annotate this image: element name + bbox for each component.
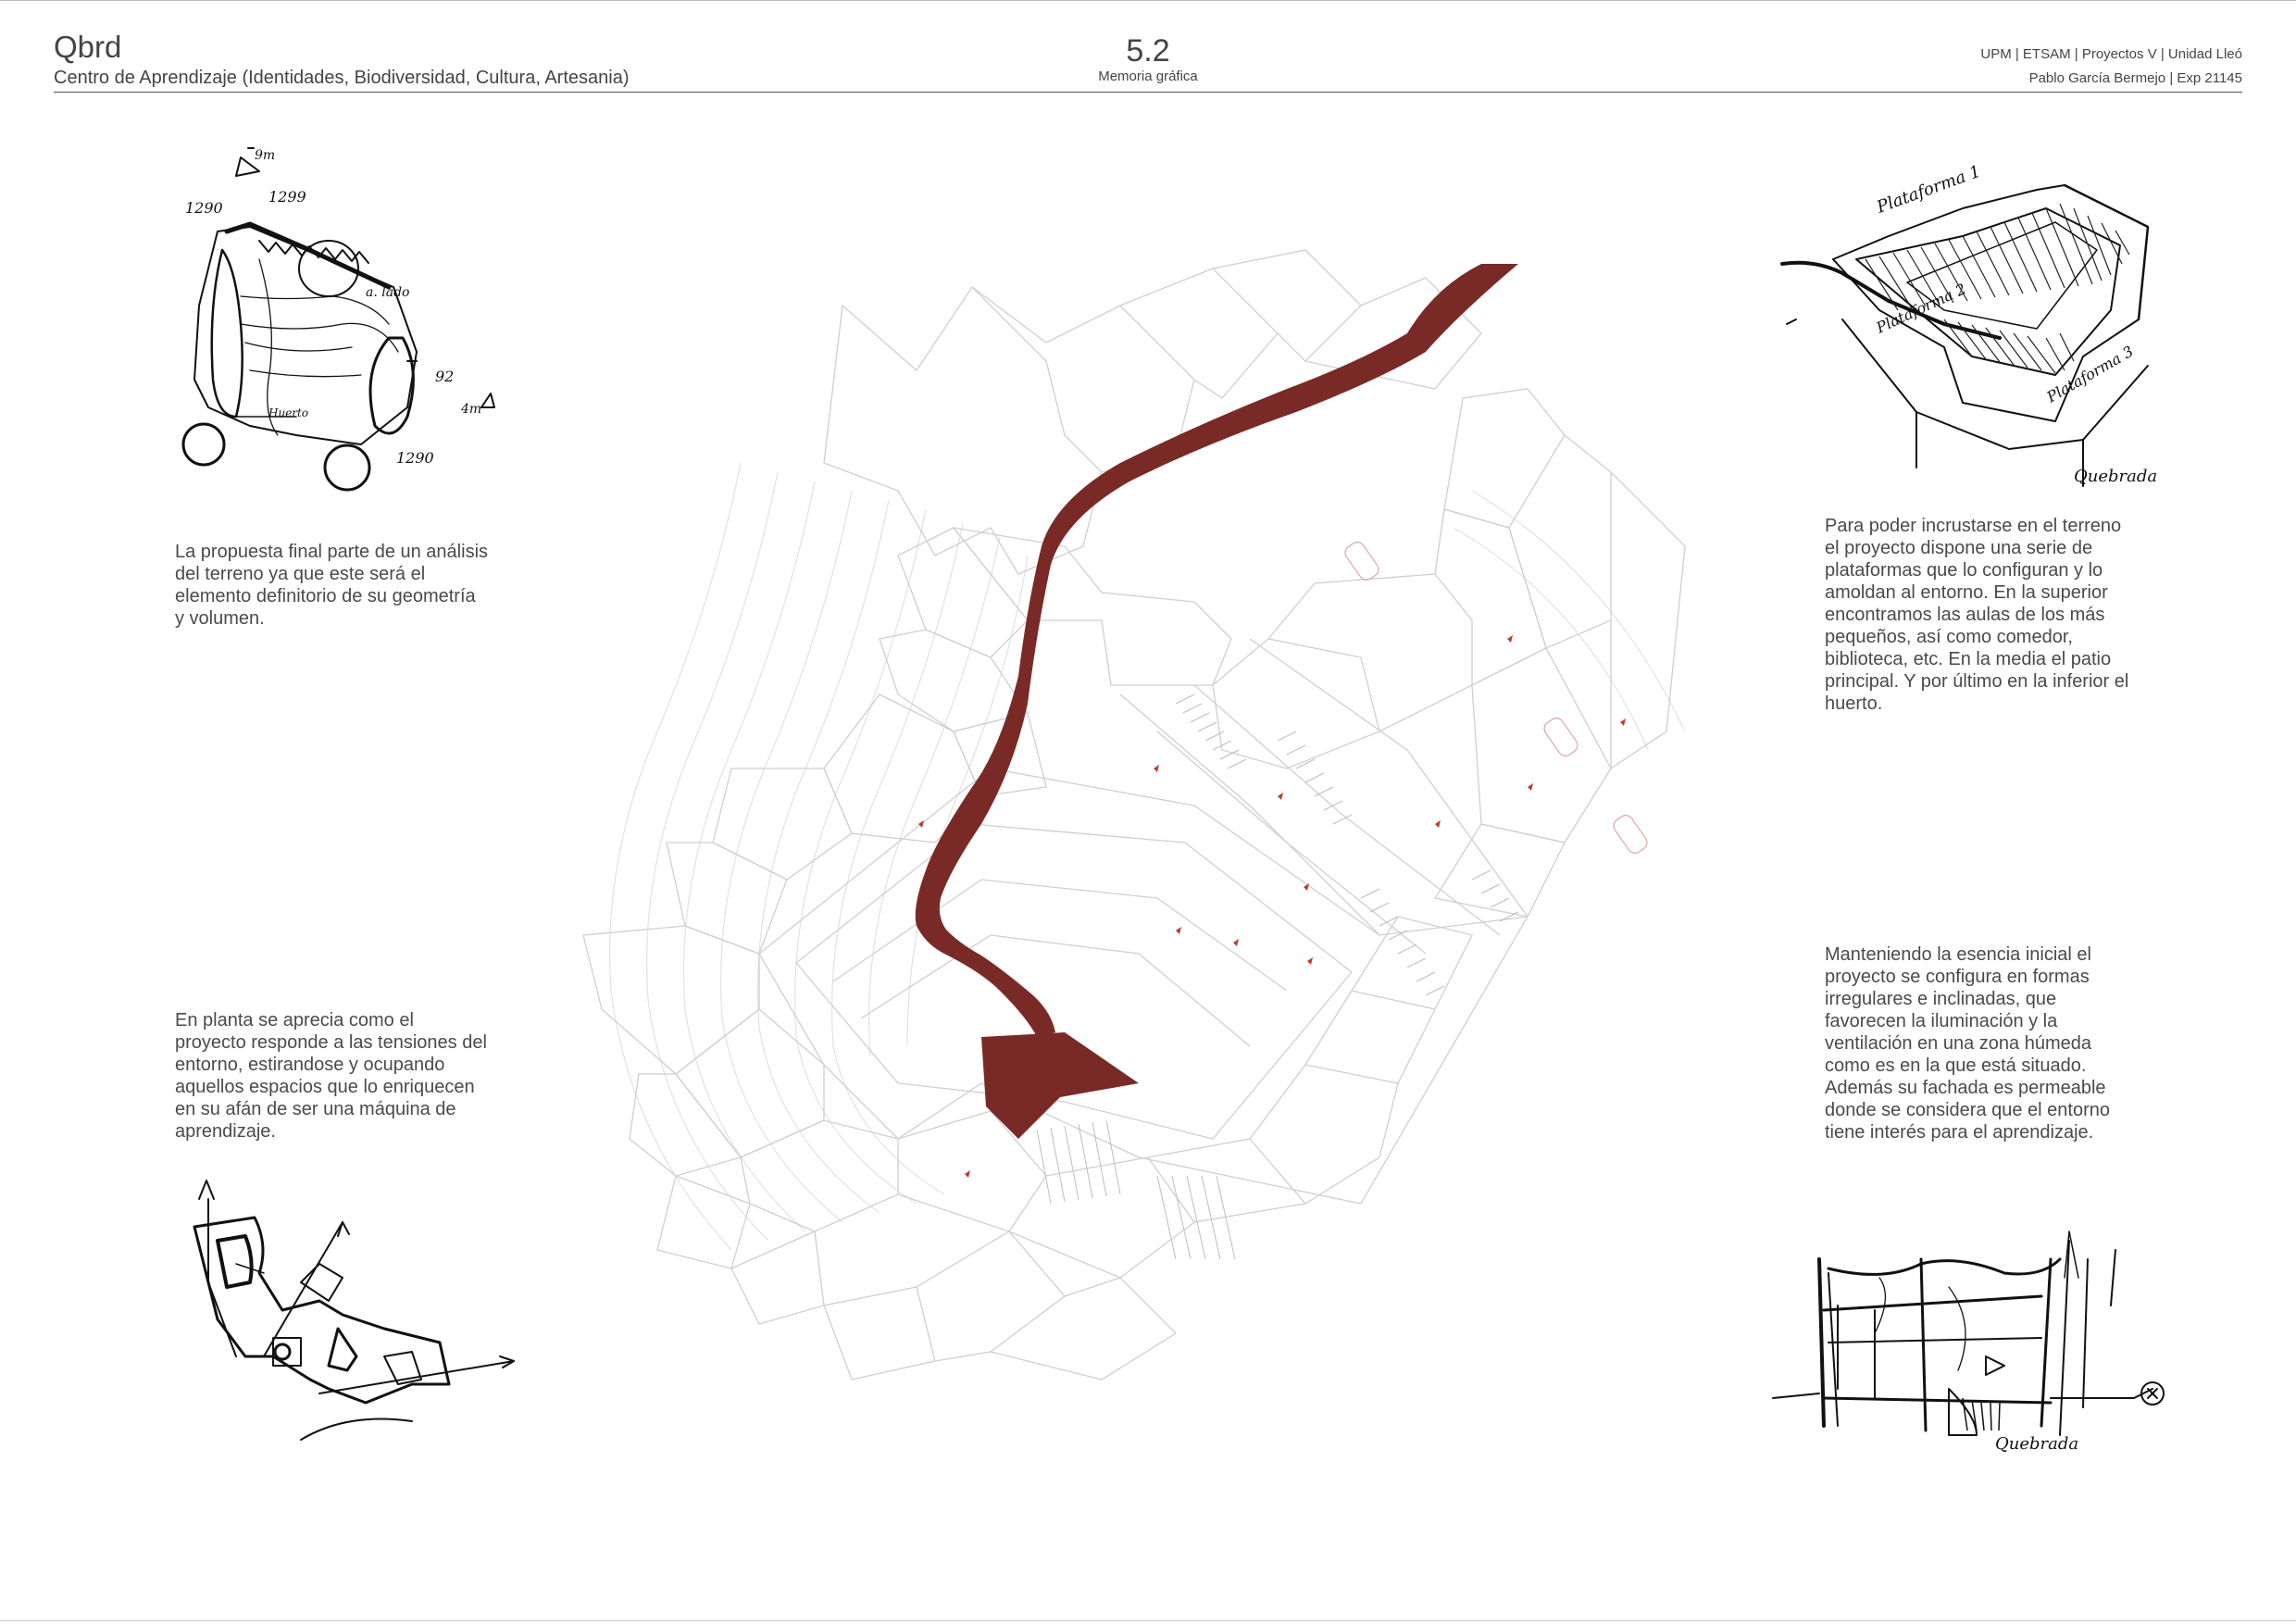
text-platforms: Para poder incrustarse en el terreno el … [1825,516,2129,714]
author-line: Pablo García Bermejo | Exp 21145 [2028,70,2242,86]
text-irregular-forms: Manteniendo la esencia inicial el proyec… [1825,944,2111,1143]
access-markers [918,635,1626,1178]
bottom-border [0,1620,2296,1621]
river-quebrada [915,264,1518,1037]
project-subtitle: Centro de Aprendizaje (Identidades, Biod… [54,68,630,88]
topographic-contours [609,462,1686,1251]
institution-line: UPM | ETSAM | Proyectos V | Unidad Lleó [1980,46,2242,62]
sketch1-label-92: 92 [435,368,454,385]
header-center: 5.2 Memoria gráfica [1055,35,1241,84]
sketch1-label-1299: 1299 [268,188,306,206]
sketch-terrain-analysis: 9m 1290 1299 92 4m 1290 Huerto a. lado [181,147,495,492]
section-number: 5.2 [1126,33,1170,69]
sketch1-label-1290b: 1290 [396,449,434,467]
sketch4-label-quebrada: Quebrada [1995,1434,2078,1454]
text-plan-tensions: En planta se aprecia como el proyecto re… [175,1010,487,1142]
red-building-block [981,1032,1139,1139]
site-plan [582,249,1686,1380]
sketch-plan-tensions [193,1180,515,1441]
sketch-section: Quebrada [1772,1230,2165,1454]
header-left: Qbrd Centro de Aprendizaje (Identidades,… [54,31,629,89]
header-divider [54,92,2242,93]
building-outlines [582,249,1686,1380]
car-symbols [1344,542,1648,854]
top-border [0,0,2296,1]
sketch-platforms: Plataforma 1 Plataforma 2 Plataforma 3 Q… [1780,162,2157,487]
section-name: Memoria gráfica [1098,69,1198,84]
sketch1-label-1290: 1290 [185,199,223,217]
sketch1-label-lado: a. lado [366,285,409,300]
sketch3-label-plataforma1: Plataforma 1 [1874,162,1984,218]
sketch3-label-quebrada: Quebrada [2074,467,2157,486]
sketch1-label-4m: 4m [460,402,481,417]
header-right: UPM | ETSAM | Proyectos V | Unidad Lleó … [1980,43,2242,91]
sketch1-label-9m: 9m [255,148,275,163]
project-title: Qbrd [54,30,122,64]
sketch1-label-huerto: Huerto [268,406,308,419]
stair-hatching [1036,693,1519,1260]
text-terrain-analysis: La propuesta final parte de un análisis … [175,542,489,629]
